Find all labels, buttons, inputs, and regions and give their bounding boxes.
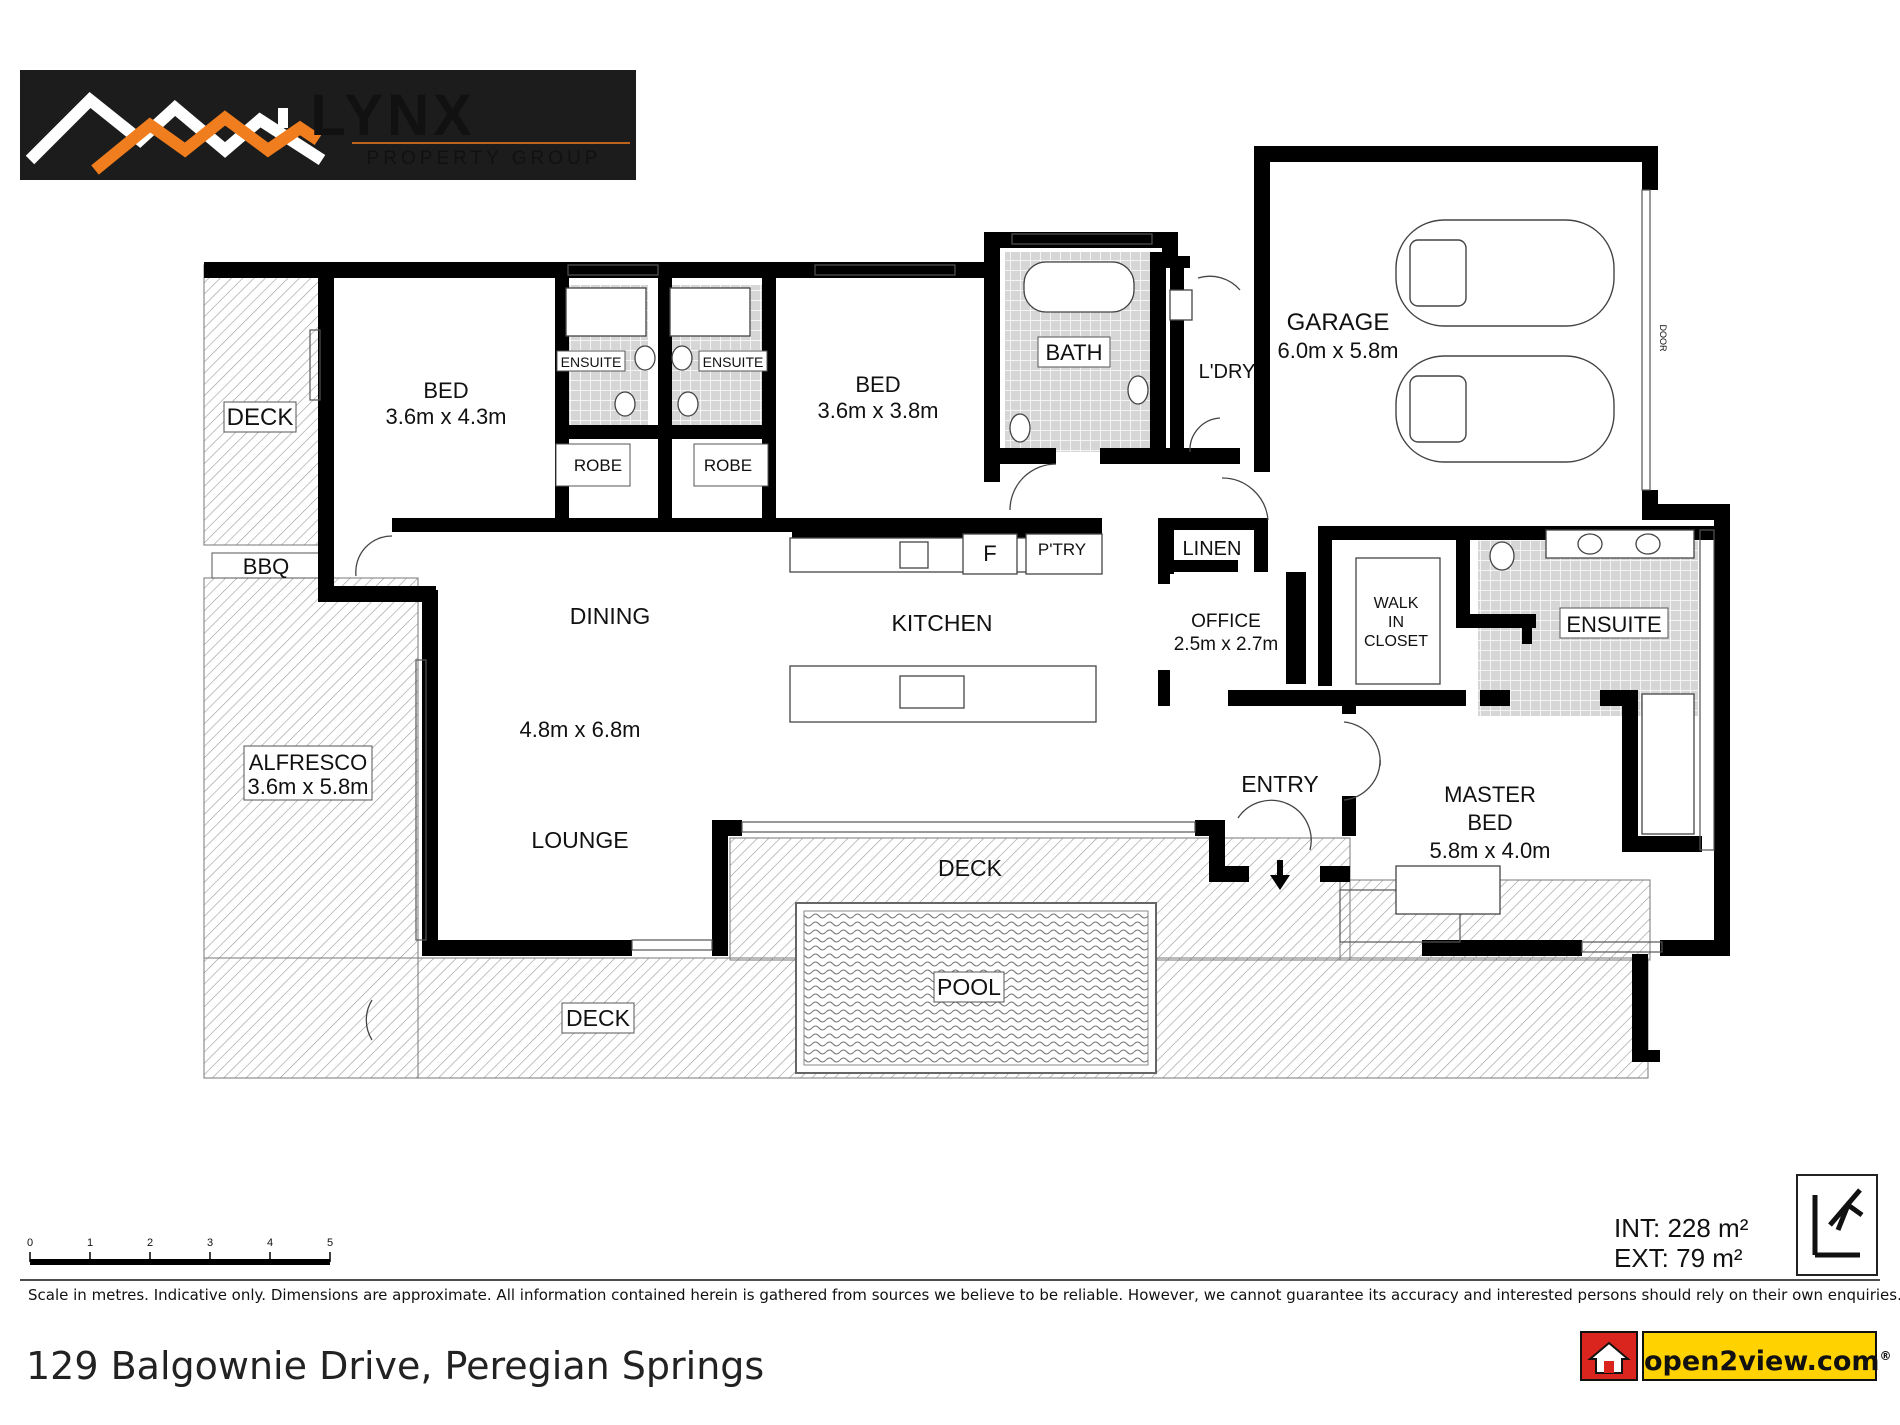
label-ensuite-master: ENSUITE [1566, 612, 1661, 637]
entry-arrow-icon [1270, 860, 1290, 890]
label-garage-door: DOOR [1658, 325, 1668, 353]
label-office-dims: 2.5m x 2.7m [1174, 634, 1279, 655]
label-alfresco: ALFRESCO [249, 750, 368, 775]
basin-icon [1127, 375, 1149, 405]
fridge-icon [962, 533, 1018, 575]
label-garage: GARAGE [1287, 309, 1390, 336]
label-garage-dims: 6.0m x 5.8m [1277, 338, 1398, 363]
label-dining: DINING [570, 603, 651, 629]
label-bed1-dims: 3.6m x 4.3m [385, 404, 506, 429]
scale-tick-1: 1 [87, 1237, 93, 1249]
label-bed2-dims: 3.6m x 3.8m [817, 398, 938, 423]
scale-tick-2: 2 [147, 1237, 153, 1249]
label-ensuite-1: ENSUITE [561, 354, 622, 370]
label-fridge: F [983, 541, 996, 566]
label-wic-1: WALK [1374, 595, 1419, 612]
label-laundry: L'DRY [1199, 361, 1256, 383]
partner-logo: open2view.com® [1580, 1331, 1892, 1381]
cooktop-icon [899, 541, 929, 569]
label-bath: BATH [1045, 340, 1102, 365]
partner-mark: ® [1879, 1349, 1892, 1363]
label-pantry: P'TRY [1038, 540, 1086, 559]
fixtures [565, 261, 1695, 915]
label-office: OFFICE [1191, 611, 1261, 632]
toilet-icon [614, 391, 636, 417]
bathtub-icon [1023, 261, 1135, 313]
toilet-icon [1489, 541, 1515, 571]
house-icon [1580, 1331, 1638, 1381]
label-entry: ENTRY [1241, 771, 1319, 797]
cars [1395, 219, 1615, 463]
sink-icon [899, 675, 965, 709]
washer-icon [1169, 289, 1193, 321]
bath-icon [1641, 693, 1695, 835]
area-internal: INT: 228 m² [1614, 1213, 1749, 1243]
label-robe-2: ROBE [704, 456, 752, 475]
area-summary: INT: 228 m² EXT: 79 m² [1614, 1213, 1748, 1273]
property-address: 129 Balgownie Drive, Peregian Springs [26, 1344, 765, 1388]
room-labels: DECK BBQ ALFRESCO 3.6m x 5.8m BED 3.6m x… [223, 309, 1669, 1034]
robe-shelf [1355, 557, 1441, 685]
basin-icon [634, 345, 656, 371]
roof-logo-icon [25, 91, 326, 175]
label-wic-3: CLOSET [1364, 633, 1428, 650]
label-master-2: BED [1467, 810, 1512, 835]
scale-tick-5: 5 [327, 1237, 333, 1249]
label-living-dims: 4.8m x 6.8m [519, 717, 640, 742]
shower-icon [669, 287, 751, 337]
windows [309, 189, 1715, 953]
scale-tick-0: 0 [27, 1237, 33, 1249]
brand-name: LYNX [310, 83, 475, 148]
shower-icon [565, 287, 647, 337]
label-pool: POOL [937, 974, 1001, 1000]
doors [355, 275, 1381, 1041]
label-bbq: BBQ [243, 554, 289, 579]
label-robe-1: ROBE [574, 456, 622, 475]
brand-logo: LYNX PROPERTY GROUP [20, 70, 636, 180]
label-deck-west: DECK [227, 404, 294, 431]
vanity-icon [1545, 529, 1695, 559]
label-deck-south: DECK [566, 1005, 631, 1031]
label-wic-2: IN [1388, 614, 1404, 631]
label-lounge: LOUNGE [531, 827, 628, 853]
label-alfresco-dims: 3.6m x 5.8m [247, 774, 368, 799]
scale-tick-3: 3 [207, 1237, 213, 1249]
brand-tagline: PROPERTY GROUP [367, 148, 602, 169]
partner-name: open2view.com [1644, 1346, 1880, 1377]
basin-icon [671, 345, 693, 371]
area-external: EXT: 79 m² [1614, 1243, 1743, 1273]
label-bed1: BED [423, 378, 468, 403]
scale-bar: 0 1 2 3 4 5 [27, 1237, 333, 1265]
label-linen: LINEN [1183, 538, 1242, 560]
label-deck-pool: DECK [938, 855, 1003, 881]
label-ensuite-2: ENSUITE [703, 354, 764, 370]
master-wardrobe [1395, 865, 1501, 915]
pantry-icon [1025, 533, 1103, 575]
disclaimer: Scale in metres. Indicative only. Dimens… [28, 1286, 1900, 1304]
north-arrow-icon [1796, 1174, 1878, 1276]
toilet-icon [677, 391, 699, 417]
scale-tick-4: 4 [267, 1237, 273, 1249]
label-kitchen: KITCHEN [892, 610, 993, 636]
label-master-1: MASTER [1444, 782, 1536, 807]
label-master-dims: 5.8m x 4.0m [1429, 838, 1550, 863]
toilet-icon [1009, 413, 1031, 443]
label-bed2: BED [855, 372, 900, 397]
